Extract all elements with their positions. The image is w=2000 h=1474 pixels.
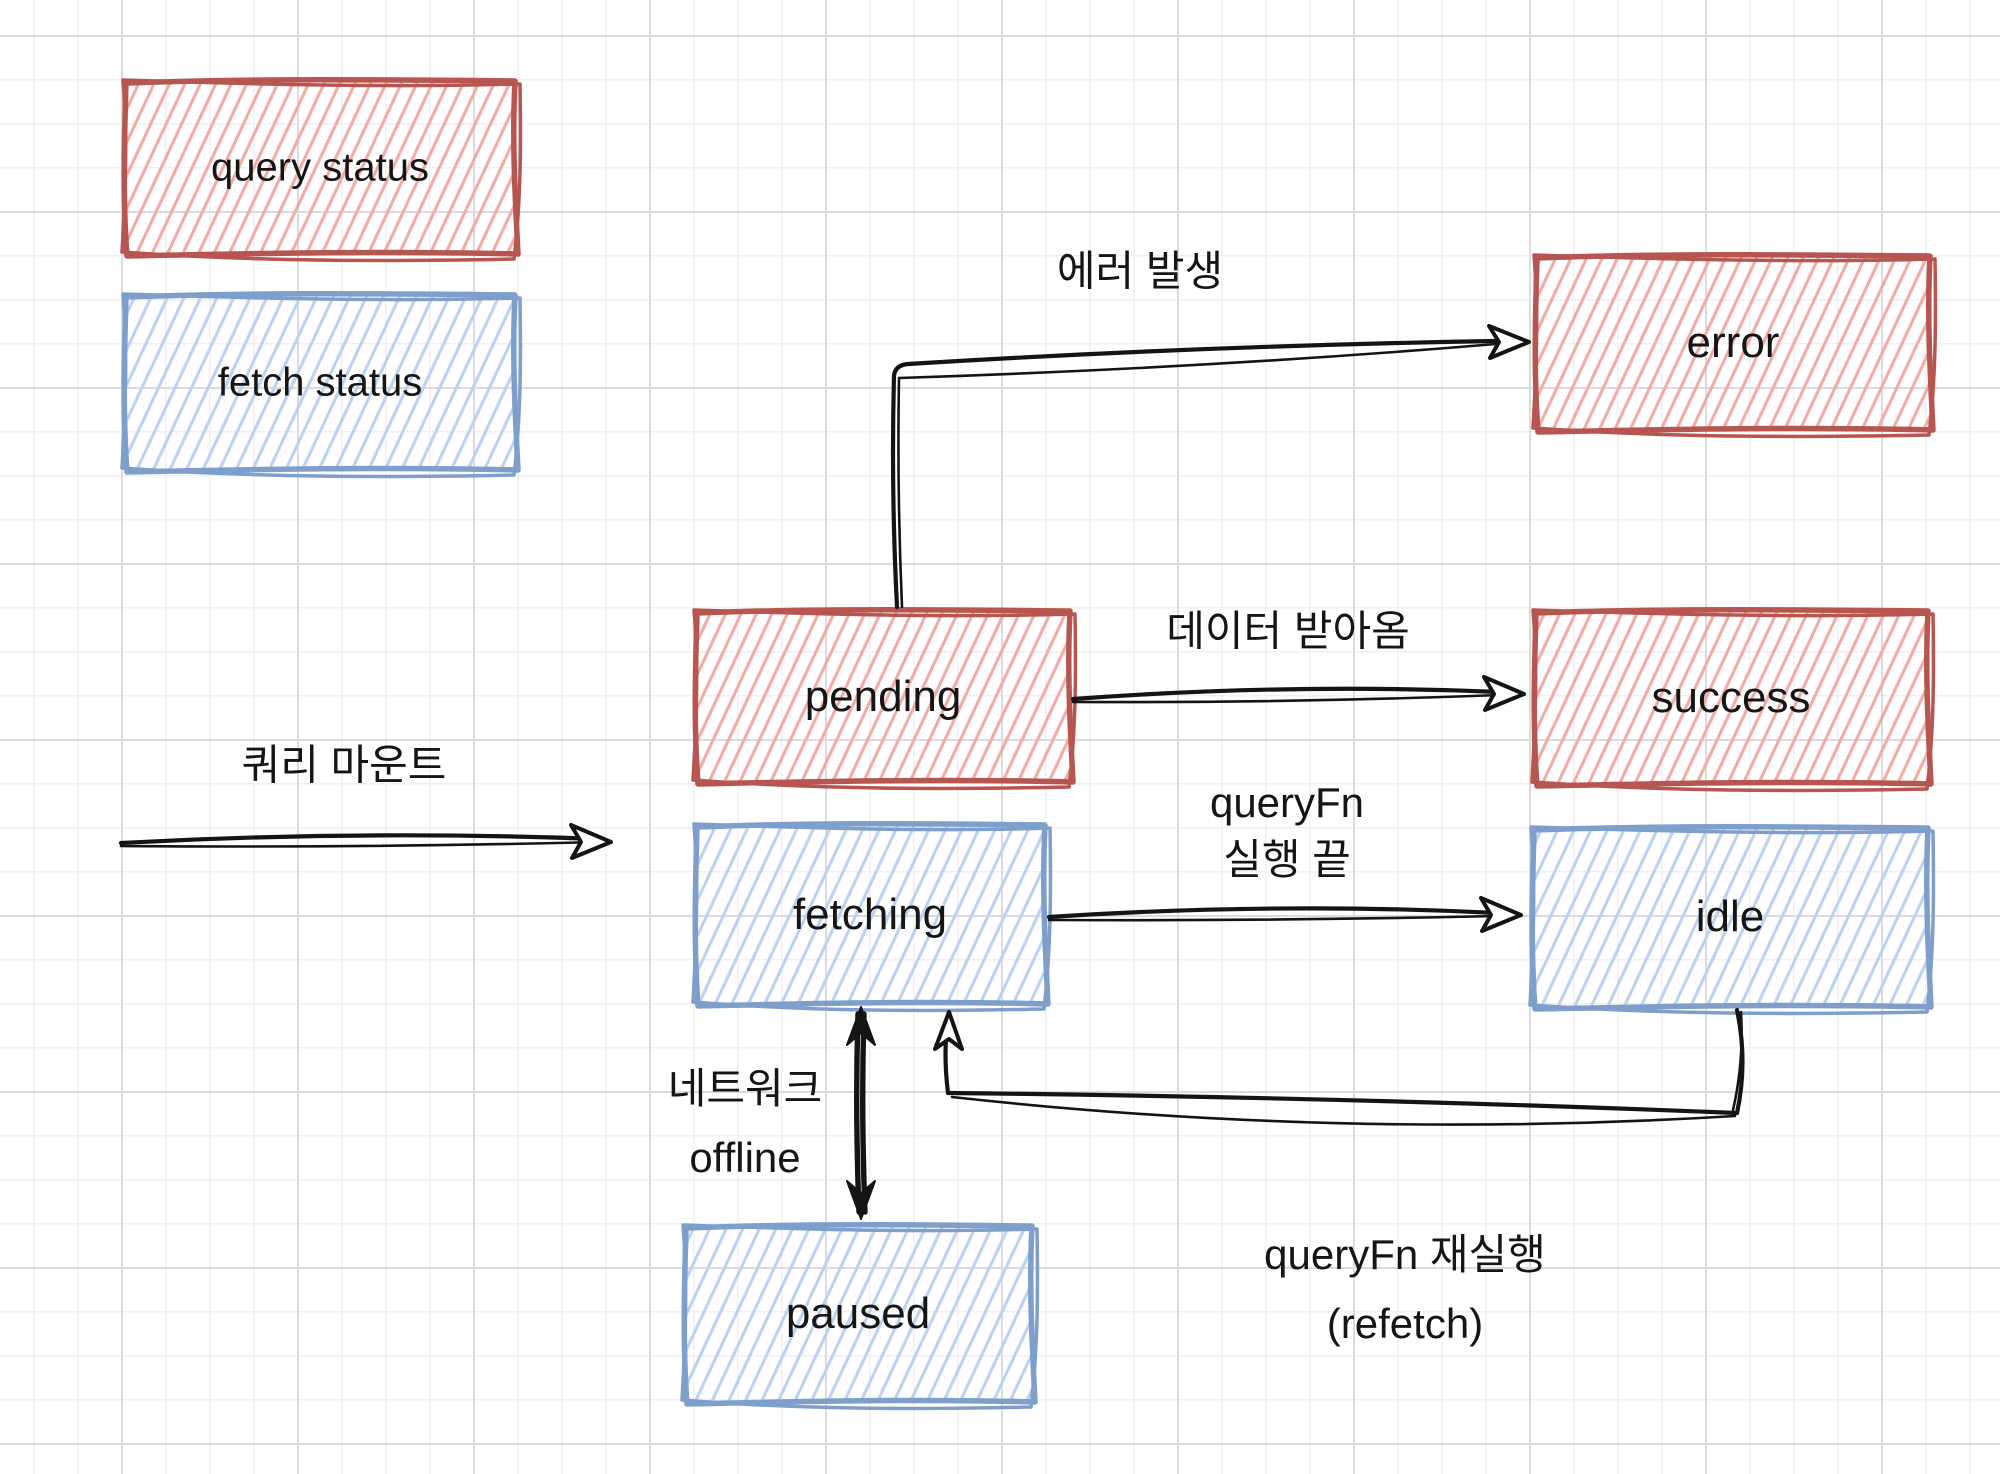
edge-success-line [1070,686,1503,702]
edge-mount-label: 쿼리 마운트 [241,741,447,789]
node-fetch-status-shape [120,290,523,479]
node-paused-label: paused [785,1289,931,1338]
edge-idle-line [1046,906,1500,920]
legend-query-status-label: query status [211,145,429,190]
edge-offline-label-line2: offline [689,1134,801,1181]
edge-offline-label-line1: 네트워크 [667,1065,823,1113]
edge-refetch-label: queryFn 재실행 (refetch) [1264,1221,1546,1359]
edge-mount-arrowhead [569,823,613,860]
node-error-outline [1531,253,1938,439]
edge-mount-arrow [118,823,613,860]
edge-success-line2 [1071,693,1502,704]
edge-error-arrow [890,324,1531,610]
edge-refetch-riser-right2 [1731,1010,1743,1112]
edge-refetch-line [945,1090,1740,1116]
edge-queryfn-done-label: queryFn 실행 끝 [1210,774,1364,888]
edge-refetch-label-line2: (refetch) [1326,1300,1484,1347]
node-pending-label: pending [804,672,962,721]
node-idle-label: idle [1695,892,1765,941]
edge-offline-arrowhead-up [846,1006,876,1046]
node-idle-shape [1528,823,1936,1016]
edge-refetch-label-line1: queryFn 재실행 [1264,1231,1546,1279]
edge-refetch-line2 [950,1095,1737,1126]
edge-mount-line2 [119,840,601,848]
node-paused-outline [680,1223,1040,1411]
edge-idle-line2 [1047,914,1499,922]
node-fetching-shape [691,820,1053,1013]
edge-success-arrow [1070,675,1526,712]
edge-queryfn-done-label-line1: queryFn [1209,778,1365,826]
node-fetching-outline [691,822,1053,1013]
edge-idle-arrow [1046,896,1523,933]
edge-refetch-arrow [933,1007,1745,1126]
node-success-label: success [1651,673,1811,722]
node-error-outline [1532,251,1936,435]
node-query-status-outline [120,78,523,263]
node-success-shape [1530,606,1936,793]
node-pending-outline [692,606,1076,787]
state-boxes [120,76,1938,1411]
edge-offline-line2 [860,1011,868,1215]
legend-fetch-status-label: fetch status [217,360,423,405]
edge-error-line2 [897,342,1498,609]
node-idle-outline [1529,823,1934,1012]
edge-offline-arrow [846,1006,876,1220]
node-query-status-outline [121,76,521,259]
edge-success-arrowhead [1482,675,1526,712]
node-error-label: error [1686,318,1780,367]
edge-refetch-arrowhead [933,1010,964,1051]
edge-offline-label: 네트워크 offline [668,1055,823,1193]
node-query-status-shape [120,76,523,263]
node-fetch-status-outline [121,290,521,475]
edge-success-label: 데이터 받아옴 [1166,607,1410,655]
edge-mount-line [118,833,602,846]
node-pending-shape [691,606,1078,791]
node-success-outline [1530,608,1936,793]
node-fetch-status-outline [120,292,523,479]
edge-refetch-riser-right [1734,1007,1745,1116]
edge-idle-arrowhead [1479,896,1523,933]
node-fetching-label: fetching [792,890,948,939]
node-paused-shape [680,1221,1040,1411]
edge-error-arrowhead [1487,324,1531,360]
edge-queryfn-done-label-line2: 실행 끝 [1223,836,1351,883]
edge-offline-line [854,1011,862,1215]
node-pending-outline [691,608,1078,791]
node-success-outline [1531,606,1934,789]
node-idle-outline [1528,825,1936,1016]
edge-error-line [890,338,1499,610]
edge-error-label: 에러 발생 [1056,247,1224,295]
node-error-shape [1531,251,1938,439]
edge-offline-arrowhead-down [846,1180,876,1220]
